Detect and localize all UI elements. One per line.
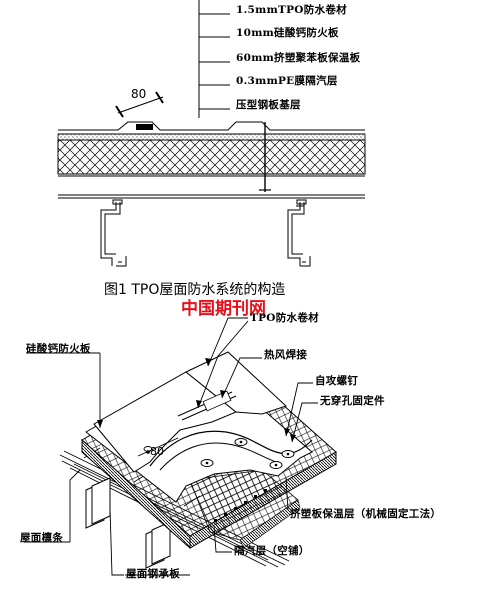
label-steel-deck: 屋面钢承板 (126, 568, 180, 580)
purlin-right (287, 199, 311, 267)
label-calcium-board: 硅酸钙防火板 (26, 343, 91, 355)
label-xps-insulation: 挤塑板保温层（机械固定工法） (290, 508, 442, 520)
xps-insulation (57, 139, 366, 175)
label-self-tapping-screw: 自攻螺钉 (315, 375, 359, 387)
tpo-membrane-line (58, 121, 365, 131)
calcium-silicate-board (57, 133, 366, 141)
layer-label-xps: 60mm挤塑聚苯板保温板 (236, 52, 361, 64)
leader-ticks (199, 13, 230, 110)
purlin-left (100, 199, 127, 267)
membrane-cut-edge (149, 430, 313, 467)
seam-weld-block (136, 124, 153, 130)
figure-caption: 图1 TPO屋面防水系统的构造 (104, 282, 286, 298)
dimension-80-top: 80 (115, 87, 164, 118)
purlin-iso (85, 477, 171, 569)
layer-label-calcium-board: 10mm硅酸钙防火板 (236, 27, 339, 39)
layer-label-pe-film: 0.3mmPE膜隔汽层 (236, 75, 338, 87)
leader-arrowheads (97, 358, 296, 442)
layer-label-tpo: 1.5mmTPO防水卷材 (236, 4, 347, 16)
label-hot-air-weld: 热风焊接 (264, 349, 308, 361)
label-vapor-barrier: 隔汽层（空铺） (234, 545, 310, 557)
edge-studs (214, 489, 267, 522)
dimension-label-top: 80 (131, 87, 146, 101)
dimension-label-bottom: 80 (150, 445, 164, 458)
top-section-diagram: 80 (57, 0, 366, 267)
tpo-sheet-right (185, 351, 287, 415)
label-purlin: 屋面檩条 (20, 532, 64, 544)
label-fastener: 无穿孔固定件 (320, 395, 385, 407)
bottom-isometric-diagram: 80 (24, 317, 337, 576)
leader-lines-bottom (24, 317, 318, 576)
roof-layers (57, 121, 366, 199)
label-tpo-membrane: TPO防水卷材 (250, 312, 319, 324)
layer-label-steel-deck: 压型钢板基层 (236, 99, 301, 111)
watermark-text: 中国期刊网 (181, 299, 266, 319)
dimension-80-bottom: 80 (137, 437, 179, 458)
